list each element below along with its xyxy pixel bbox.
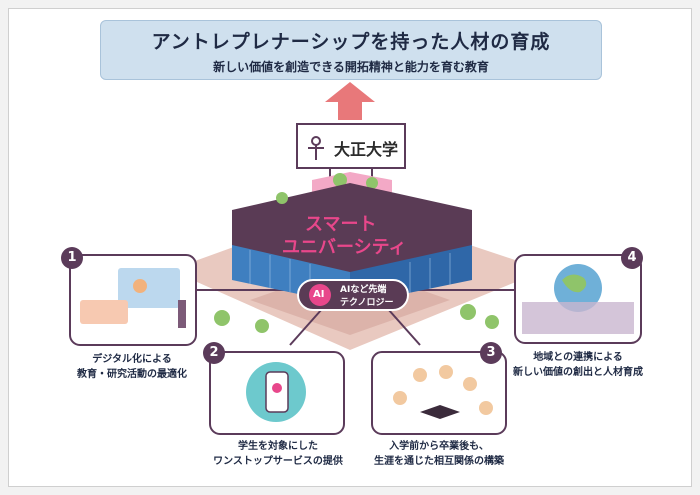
item-3-panel (371, 351, 507, 435)
item-1-caption: デジタル化による 教育・研究活動の最適化 (62, 352, 202, 382)
building (232, 183, 472, 305)
item-1-line2: 教育・研究活動の最適化 (77, 369, 187, 380)
item-2-number: 2 (203, 342, 225, 364)
item-1-panel (69, 254, 197, 346)
item-3-caption: 入学前から卒業後も、 生涯を通じた相互関係の構築 (365, 439, 513, 469)
tech-badge-line2: テクノロジー (340, 298, 394, 308)
ai-chip-icon (309, 284, 331, 306)
item-2-caption: 学生を対象にした ワンストップサービスの提供 (205, 439, 351, 469)
trees (214, 192, 499, 333)
item-3-line1: 入学前から卒業後も、 (389, 441, 489, 452)
item-4-line2: 新しい価値の創出と人材育成 (513, 367, 643, 378)
ai-label: AI (313, 289, 325, 300)
item-3-number: 3 (480, 342, 502, 364)
item-4-line1: 地域との連携による (533, 352, 623, 363)
header-subtitle: 新しい価値を創造できる開拓精神と能力を育む教育 (213, 60, 489, 74)
tech-badge-line1: AIなど先端 (340, 285, 387, 295)
item-2-line2: ワンストップサービスの提供 (213, 456, 343, 467)
item-2-panel (209, 351, 345, 435)
header-title: アントレプレナーシップを持った人材の育成 (151, 31, 551, 53)
item-3-line2: 生涯を通じた相互関係の構築 (374, 456, 504, 467)
building-title-line1: スマート (305, 214, 377, 235)
header-banner: アントレプレナーシップを持った人材の育成 新しい価値を創造できる開拓精神と能力を… (100, 20, 602, 80)
item-2-line1: 学生を対象にした (238, 441, 318, 452)
item-4-panel (514, 254, 642, 344)
item-4-caption: 地域との連携による 新しい価値の創出と人材育成 (505, 350, 651, 380)
building-title-line2: ユニバーシティ (282, 237, 407, 258)
item-1-line1: デジタル化による (92, 354, 172, 365)
item-1-number: 1 (61, 247, 83, 269)
building-roof (232, 183, 472, 272)
logo-text: 大正大学 (334, 140, 399, 159)
up-arrow-icon (325, 82, 375, 120)
item-4-number: 4 (621, 247, 643, 269)
logo-mark-icon (308, 136, 324, 160)
